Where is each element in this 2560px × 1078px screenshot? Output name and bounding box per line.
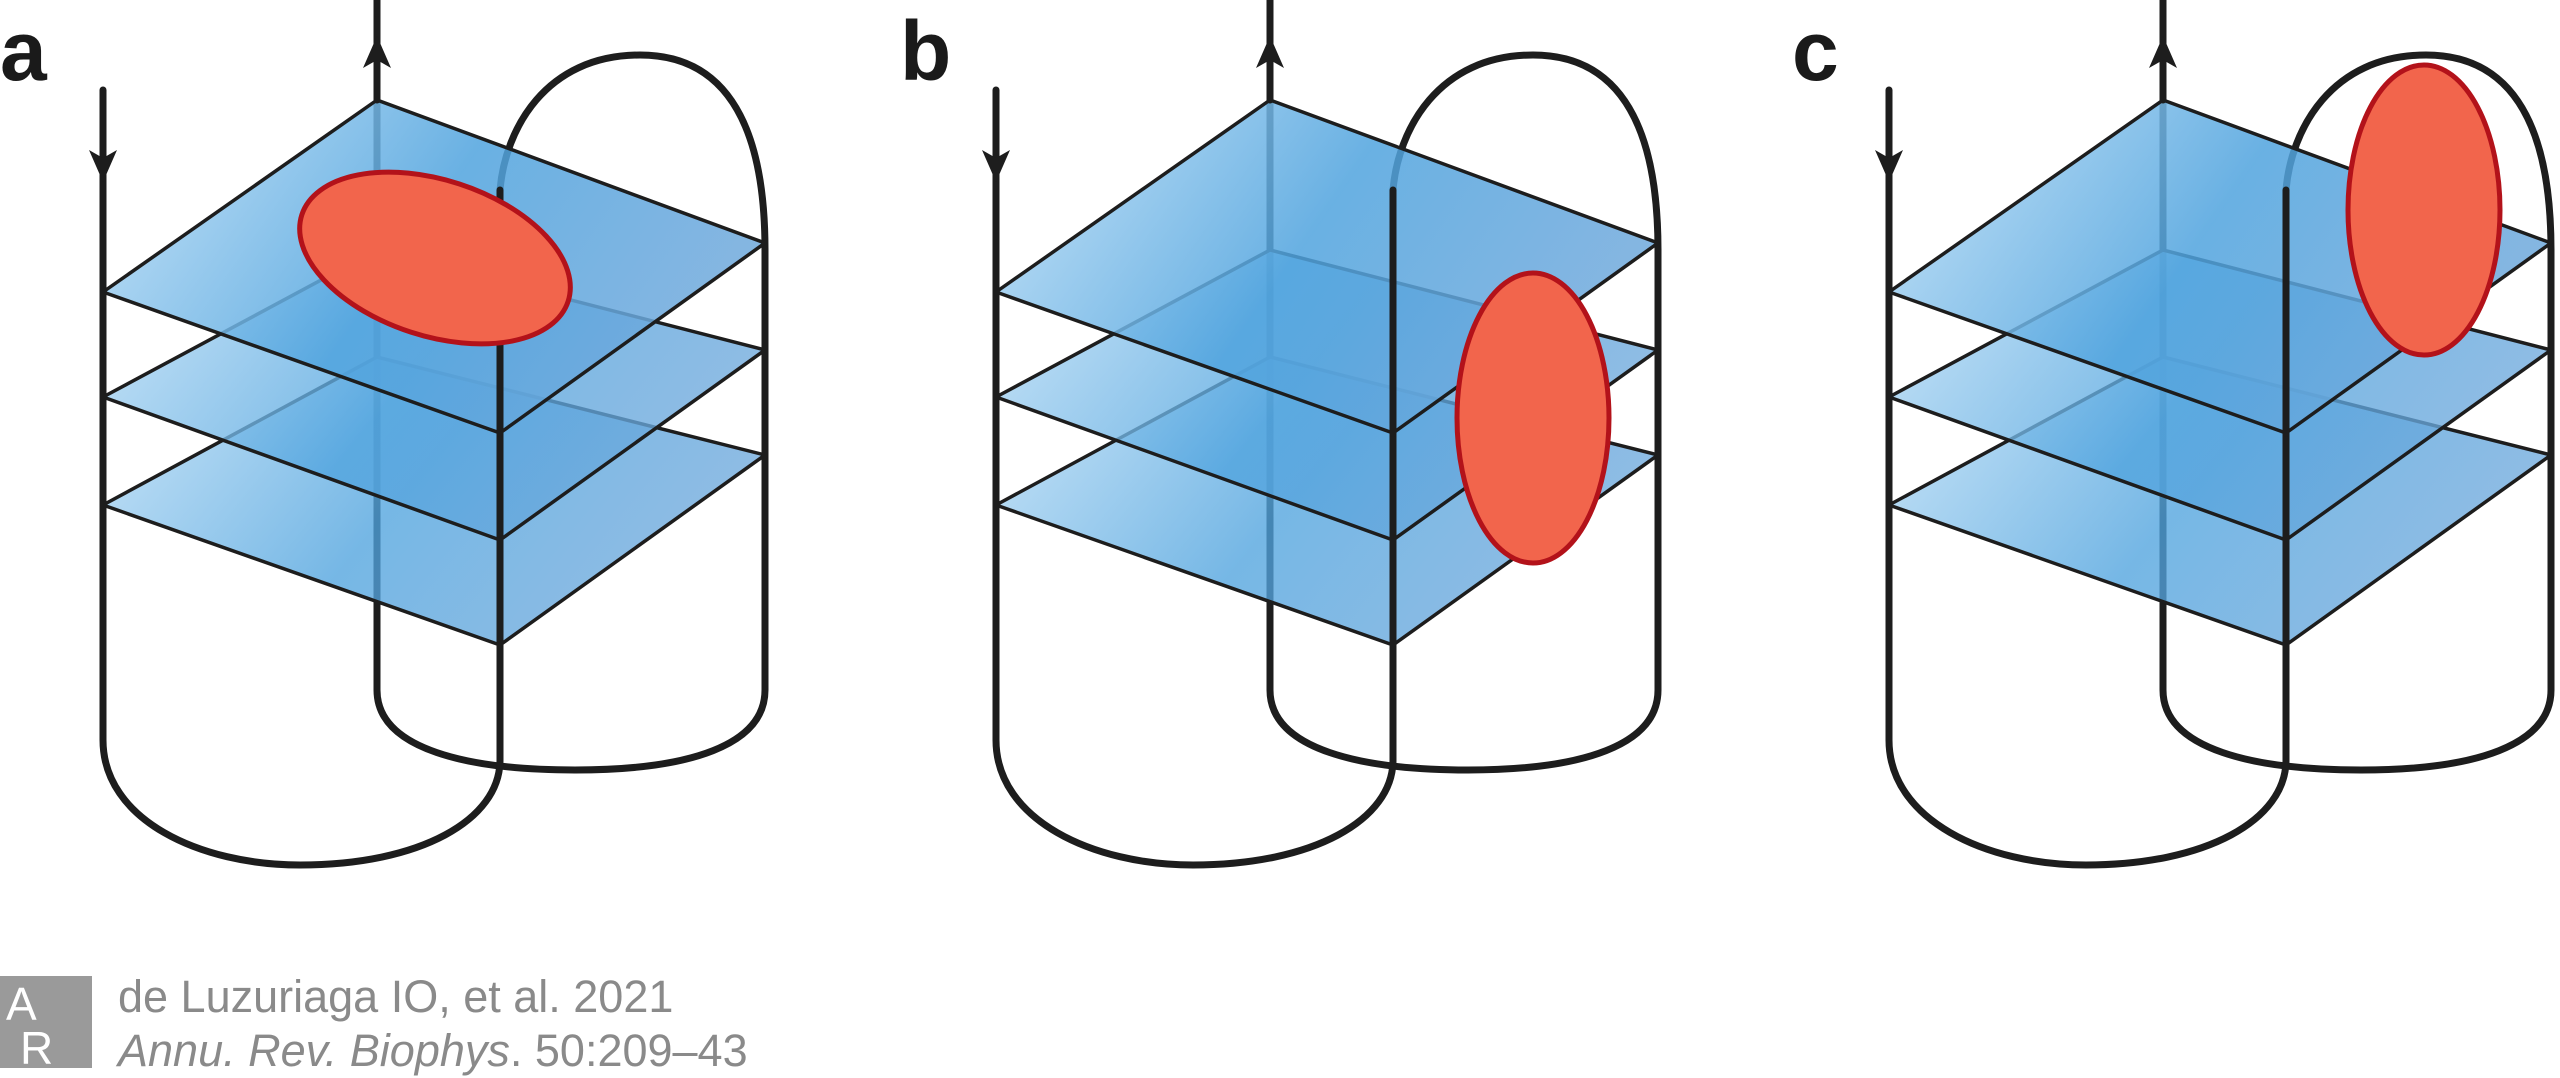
svg-text:A: A	[6, 978, 37, 1030]
panel-a-label: a	[0, 4, 48, 98]
svg-text:R: R	[20, 1022, 53, 1068]
journal-name: Annu. Rev. Biophys	[118, 1025, 510, 1076]
citation-line: de Luzuriaga IO, et al. 2021	[118, 971, 674, 1022]
panel-b-ellipse	[1454, 270, 1612, 566]
panel-c: c	[1792, 0, 2551, 865]
panel-c-label: c	[1792, 4, 1839, 98]
panel-a: a	[0, 0, 765, 865]
panel-b: b	[900, 0, 1658, 865]
panel-b-label: b	[900, 4, 951, 98]
journal-line: Annu. Rev. Biophys. 50:209–43	[118, 1024, 748, 1078]
panel-a-ellipse	[297, 169, 573, 347]
panel-a-diagram	[89, 0, 765, 865]
panel-c-ellipse	[2345, 62, 2503, 358]
credit-text: de Luzuriaga IO, et al. 2021 Annu. Rev. …	[118, 970, 748, 1078]
volume-pages: . 50:209–43	[509, 1025, 748, 1076]
annual-reviews-logo-icon: A R	[0, 976, 92, 1068]
